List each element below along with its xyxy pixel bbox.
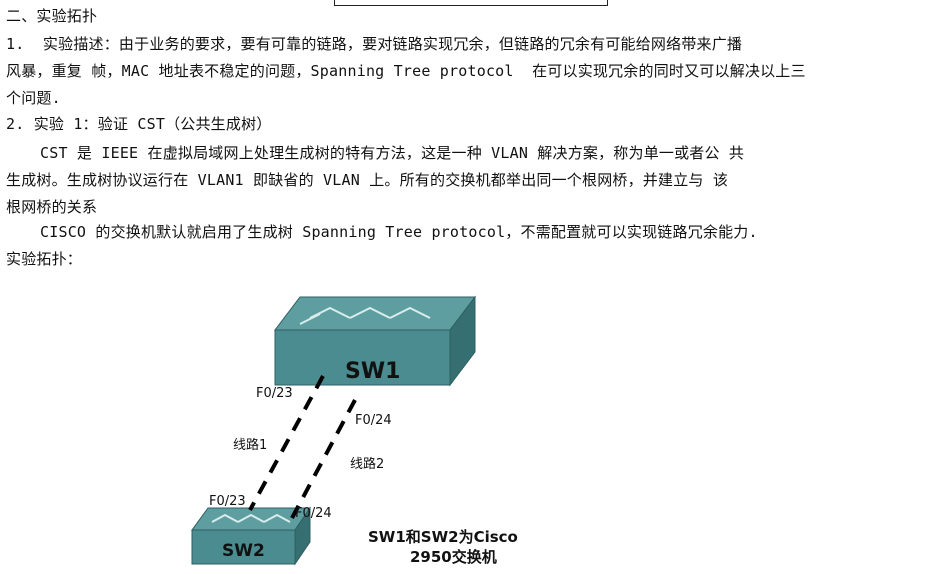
sw1-port-b-label: F0/24: [355, 413, 392, 428]
cst-line1: CST 是 IEEE 在虚拟局域网上处理生成树的特有方法，这是一种 VLAN 解…: [40, 144, 745, 162]
cisco-line: CISCO 的交换机默认就启用了生成树 Spanning Tree protoc…: [40, 223, 758, 241]
sw2-port-a-label: F0/23: [209, 494, 246, 509]
sw2-switch: SW2: [191, 506, 311, 566]
link1-label: 线路1: [233, 437, 267, 453]
sw1-switch: SW1: [273, 295, 477, 387]
sw1-top-face: [273, 296, 477, 331]
item1-line3: 个问题.: [6, 89, 61, 107]
link2-label: 线路2: [350, 456, 384, 472]
sw2-side-face: [294, 506, 311, 566]
item1-line1: 1. 实验描述：由于业务的要求，要有可靠的链路，要对链路实现冗余，但链路的冗余有…: [6, 35, 743, 53]
sw2-top-face: [191, 507, 311, 531]
sw1-label: SW1: [345, 359, 400, 384]
top-border-box: [334, 0, 608, 6]
sw2-port-b-label: F0/24: [295, 506, 332, 521]
cst-line3: 根网桥的关系: [6, 198, 98, 216]
link2-line: [290, 399, 357, 519]
sw1-side-face: [449, 295, 476, 387]
item1-line2: 风暴，重复 帧，MAC 地址表不稳定的问题，Spanning Tree prot…: [6, 62, 806, 80]
link1-line: [248, 375, 325, 511]
sw2-port-grooves: [211, 513, 291, 523]
topology-label: 实验拓扑：: [6, 250, 83, 268]
item2-title: 2. 实验 1：验证 CST（公共生成树）: [6, 115, 272, 133]
cst-line2: 生成树。生成树协议运行在 VLAN1 即缺省的 VLAN 上。所有的交换机都举出…: [6, 171, 729, 189]
sw1-port-a-label: F0/23: [256, 386, 293, 401]
note-line2: 2950交换机: [410, 548, 497, 566]
sw2-label: SW2: [222, 541, 265, 561]
section-title: 二、实验拓扑: [6, 7, 98, 25]
sw1-port-grooves: [299, 306, 431, 325]
note-line1: SW1和SW2为Cisco: [368, 528, 518, 546]
